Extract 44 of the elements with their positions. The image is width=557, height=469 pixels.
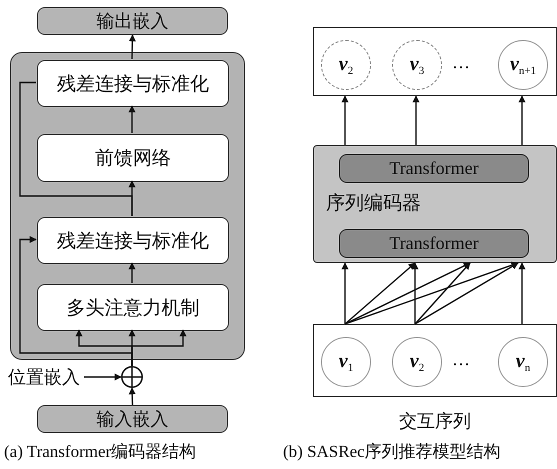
item-circle: v$_{3}$ [392, 40, 442, 90]
arrow [128, 262, 136, 283]
arrow [128, 387, 136, 406]
connector-line [19, 82, 133, 216]
input-box: 输入嵌入 [37, 405, 228, 433]
arrow [128, 105, 136, 133]
arrow [518, 95, 526, 145]
adder-symbol [121, 366, 143, 388]
input-sequence-box [313, 324, 557, 397]
arrow [414, 262, 519, 325]
process-box: 多头注意力机制 [37, 284, 229, 331]
process-box: 残差连接与标准化 [37, 217, 229, 264]
item-circle: v$_{2}$ [321, 40, 371, 90]
figure-caption: (b) SASRec序列推荐模型结构 [283, 441, 501, 463]
item-circle: v$_{n+1}$ [498, 40, 548, 90]
arrow [128, 34, 136, 60]
arrow [342, 95, 348, 145]
input-label: 位置嵌入 [4, 366, 84, 388]
arrow [344, 262, 416, 325]
arrow [342, 262, 348, 324]
arrow [344, 262, 471, 325]
arrow [19, 236, 133, 366]
ellipsis-text: … [452, 52, 470, 73]
output-sequence-box [313, 27, 557, 96]
arrow [84, 374, 122, 380]
item-circle: v$_{2}$ [392, 337, 442, 387]
item-circle: v$_{n}$ [498, 337, 548, 387]
arrow [344, 262, 519, 325]
encoder-box [313, 145, 557, 263]
process-box: 残差连接与标准化 [37, 60, 229, 107]
caption-text: 交互序列 [398, 410, 472, 433]
ellipsis-text: … [452, 349, 470, 370]
process-box: 前馈网络 [37, 134, 229, 182]
output-box: 输出嵌入 [37, 7, 228, 35]
arrow [412, 95, 420, 145]
transformer-block: Transformer [339, 229, 529, 258]
item-circle: v$_{1}$ [321, 337, 371, 387]
arrow [414, 262, 471, 324]
encoder-title: 序列编码器 [326, 192, 421, 216]
encoder-panel [10, 52, 245, 360]
arrow [412, 262, 418, 324]
arrow [518, 262, 526, 324]
transformer-block: Transformer [339, 154, 529, 183]
figure-caption: (a) Transformer编码器结构 [4, 441, 196, 463]
